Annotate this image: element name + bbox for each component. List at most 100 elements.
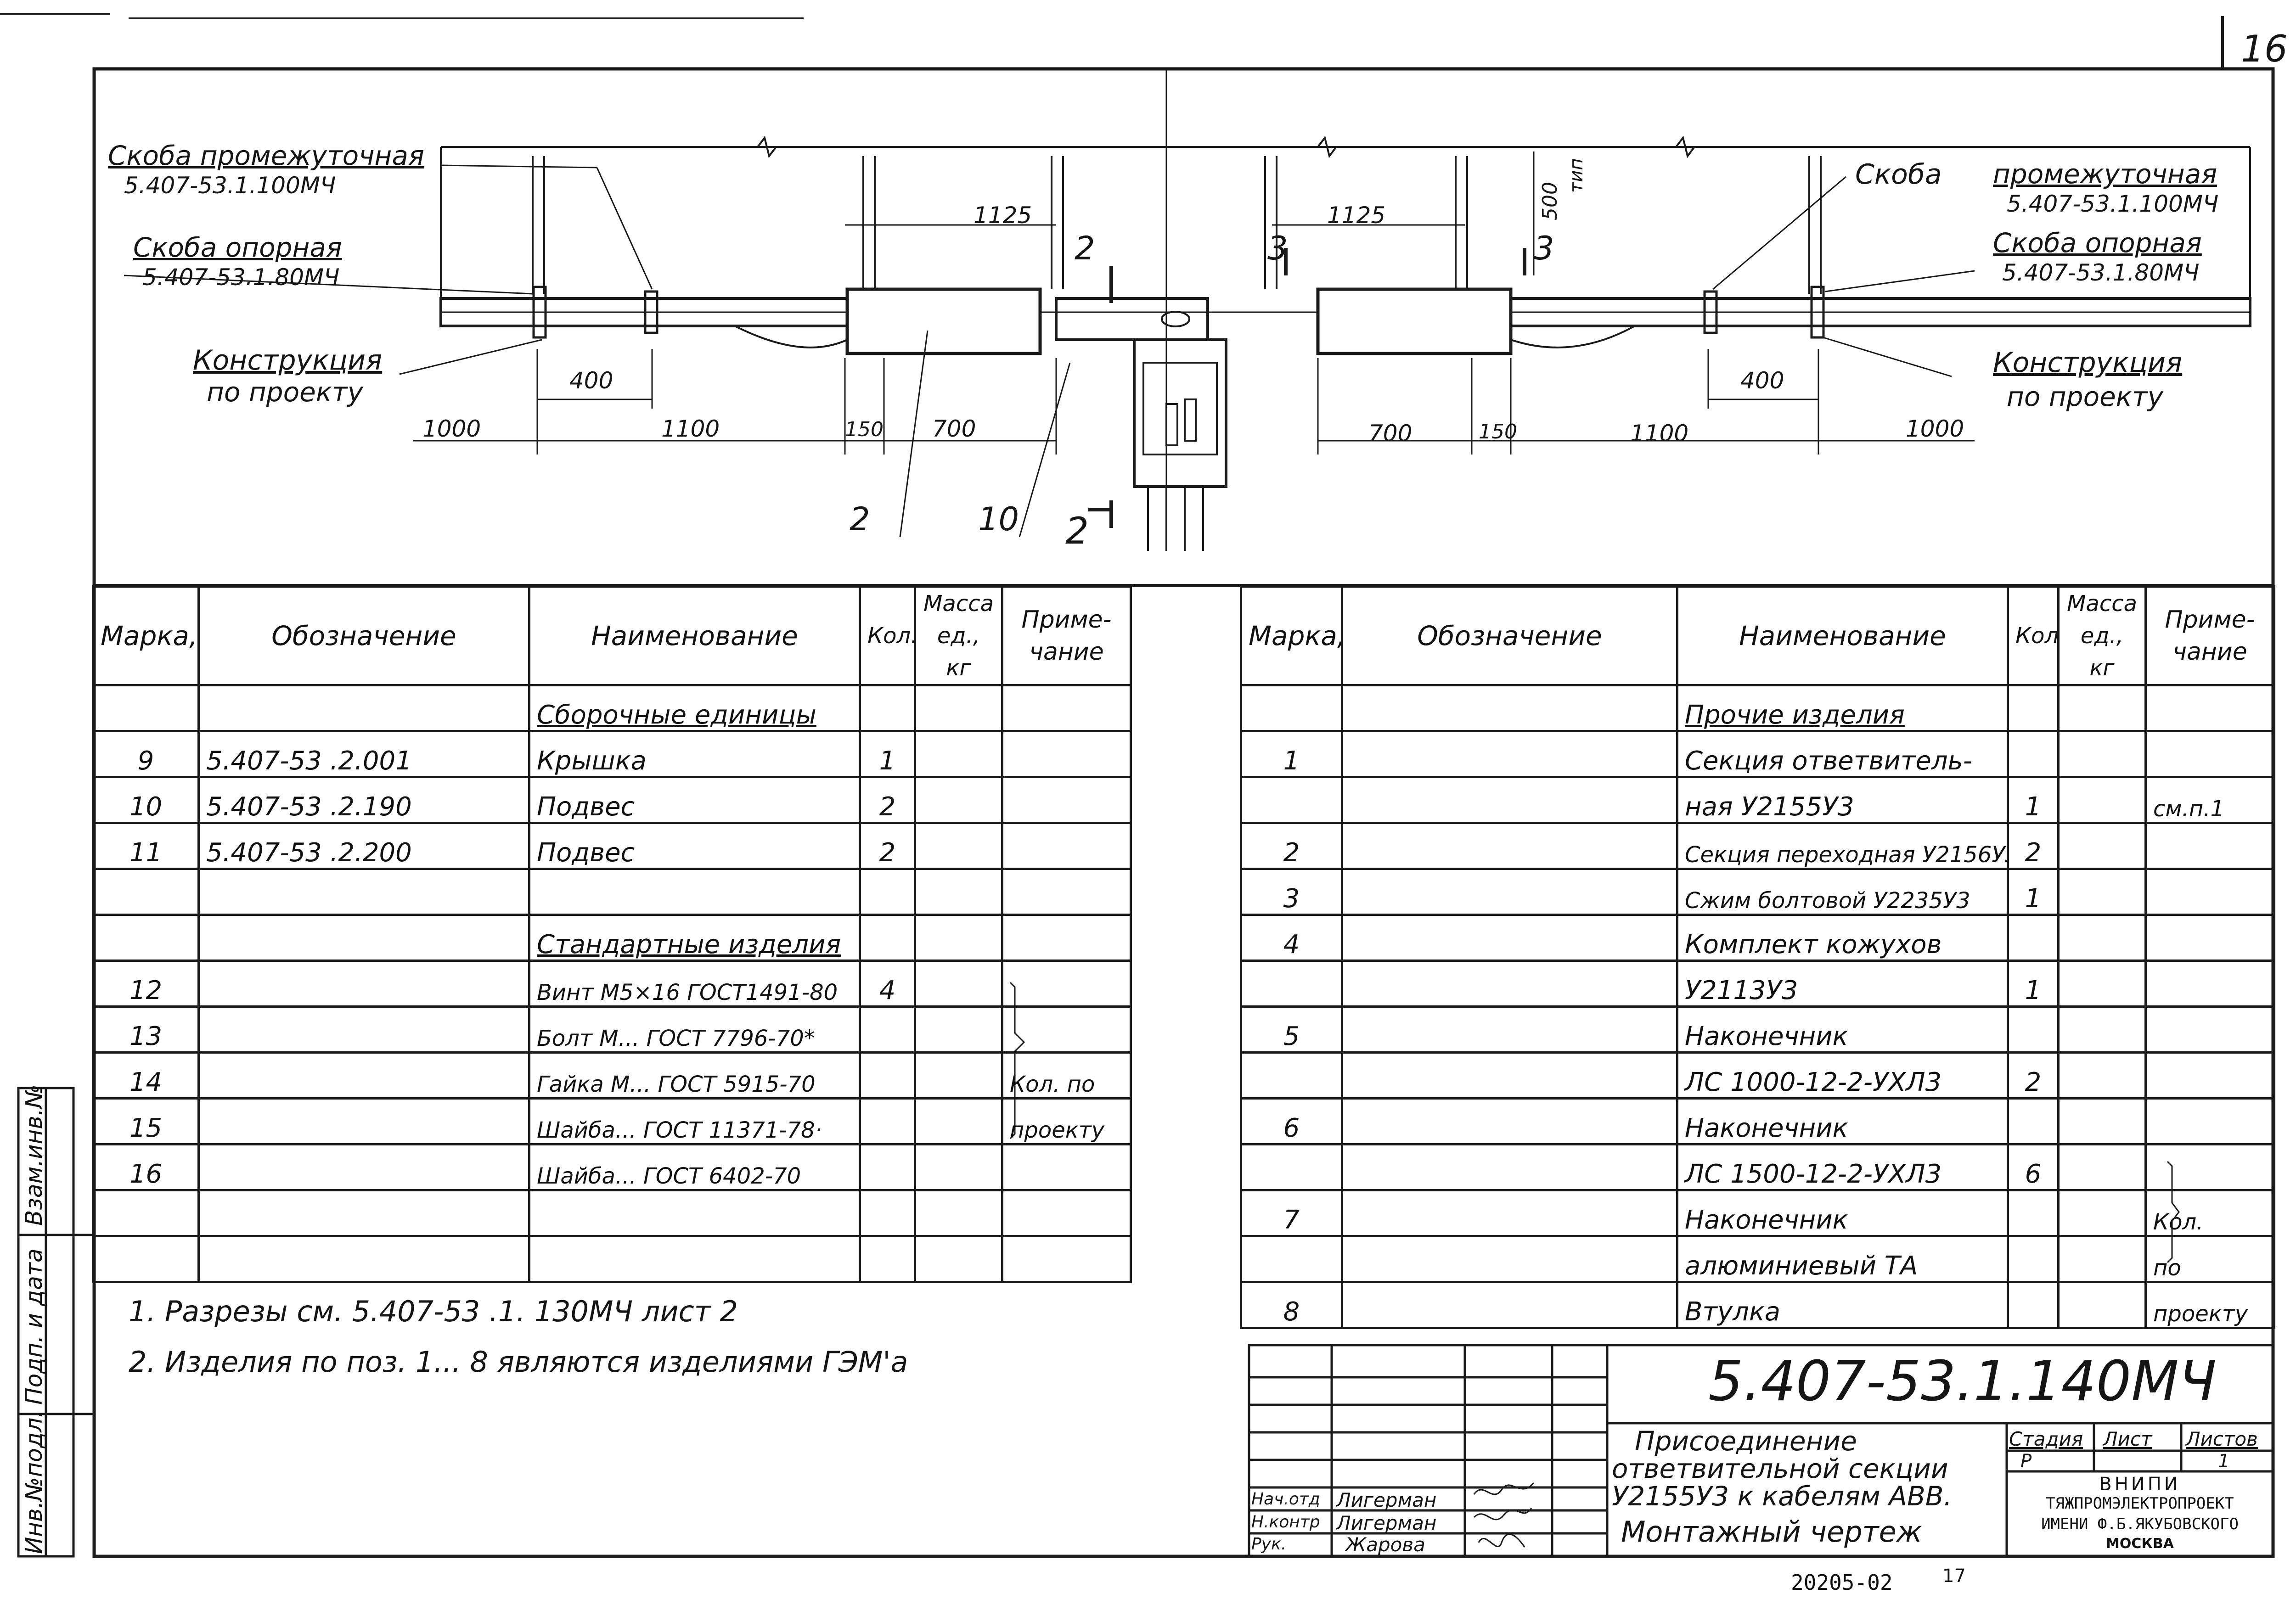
section-mark-3-left: 3 (1267, 230, 1288, 267)
section-heading: Стандартные изделия (537, 930, 841, 960)
role-2: Н.контр (1251, 1513, 1320, 1532)
cell-name: Гайка М... ГОСТ 5915-70 (528, 1051, 861, 1100)
sheets-value: 1 (2218, 1451, 2230, 1472)
cell-qty (2007, 684, 2060, 732)
cell-code (1341, 684, 1678, 732)
org-line-1: ВНИПИ (2099, 1474, 2181, 1495)
cell-note (2144, 1051, 2275, 1100)
cell-code (1341, 960, 1678, 1008)
cell-note: проекту (2144, 1281, 2275, 1329)
cell-mass (914, 730, 1003, 778)
cell-name: Подвес (528, 822, 861, 870)
cell-pos: 6 (1240, 1097, 1343, 1145)
cell-mass (914, 1005, 1003, 1054)
cell-qty (859, 914, 916, 962)
label-left-bracket-sup: Скоба опорная (133, 232, 342, 263)
stage-value: Р (2020, 1451, 2032, 1472)
cell-pos (92, 1235, 200, 1283)
side-label-replacement-inv: Взам.инв.№ (21, 1084, 47, 1226)
dim-150-left: 150 (845, 418, 884, 441)
table-header-row: Марка, поз. Обозначение Наименование Кол… (92, 585, 1132, 686)
org-line-4: МОСКВА (2106, 1536, 2174, 1552)
label-left-bracket-mid-code: 5.407-53.1.100МЧ (124, 172, 336, 199)
cell-name: Болт М... ГОСТ 7796-70* (528, 1005, 861, 1054)
cell-mass (914, 868, 1003, 916)
cell-name: Наконечник (1676, 1097, 2009, 1145)
cell-name: Наконечник (1676, 1189, 2009, 1237)
cell-mass (914, 1051, 1003, 1100)
cell-qty (859, 1005, 916, 1054)
cell-qty (2007, 914, 2060, 962)
cell-code (197, 1005, 530, 1054)
cell-name: Крышка (528, 730, 861, 778)
section-mark-2-bottom: 2 (1065, 510, 1089, 552)
sheet-label: Лист (2103, 1428, 2152, 1450)
cell-mass (914, 960, 1003, 1008)
label-left-construction-1: Конструкция (193, 344, 383, 376)
section-heading: Сборочные единицы (537, 700, 816, 730)
cell-name: Секция ответвитель- (1676, 730, 2009, 778)
cell-code (197, 1051, 530, 1100)
dim-1100-left: 1100 (661, 415, 720, 442)
cell-code: 5.407-53 .2.200 (197, 822, 530, 870)
title-line-3: У2155У3 к кабелям АВВ. (1612, 1481, 1952, 1512)
cell-code (197, 1189, 530, 1237)
dim-400-right: 400 (1740, 367, 1784, 394)
footer-code: 20205-02 (1791, 1570, 1893, 1595)
cell-code (1341, 776, 1678, 824)
cell-note (2144, 868, 2275, 916)
cell-name: Шайба... ГОСТ 6402-70 (528, 1143, 861, 1191)
cell-qty: 6 (2007, 1143, 2060, 1191)
cell-code (1341, 730, 1678, 778)
cell-qty (859, 684, 916, 732)
table-row: Стандартные изделия (92, 914, 1132, 962)
cell-pos: 16 (92, 1143, 200, 1191)
cell-qty (2007, 1189, 2060, 1237)
cell-code (1341, 1005, 1678, 1054)
cell-name: Подвес (528, 776, 861, 824)
header-pos: Марка, поз. (1240, 585, 1343, 686)
cell-code (197, 868, 530, 916)
cell-note (2144, 1097, 2275, 1145)
cell-pos (1240, 1235, 1343, 1283)
cell-code: 5.407-53 .2.001 (197, 730, 530, 778)
cell-note (1001, 868, 1132, 916)
cell-code (197, 960, 530, 1008)
cell-name (528, 868, 861, 916)
cell-pos (1240, 1051, 1343, 1100)
cell-pos: 12 (92, 960, 200, 1008)
label-right-bracket-sup: Скоба опорная (1993, 227, 2202, 258)
dim-tip: тип (1566, 158, 1587, 193)
role-1: Нач.отд (1251, 1490, 1320, 1509)
cell-mass (2057, 684, 2147, 732)
cell-pos: 11 (92, 822, 200, 870)
cell-mass (2057, 1189, 2147, 1237)
cell-pos: 5 (1240, 1005, 1343, 1054)
cell-pos: 15 (92, 1097, 200, 1145)
label-right-bracket-word: Скоба (1855, 158, 1942, 191)
cell-qty (2007, 1281, 2060, 1329)
cell-name: Шайба... ГОСТ 11371-78· (528, 1097, 861, 1145)
table-header-row: Марка, поз. Обозначение Наименование Кол… (1240, 585, 2275, 686)
right-specification-table: Марка, поз. Обозначение Наименование Кол… (1240, 585, 2275, 1329)
cell-mass (2057, 914, 2147, 962)
cell-mass (914, 684, 1003, 732)
side-label-signature-date: Подп. и дата (21, 1248, 47, 1405)
footer-page: 17 (1942, 1566, 1966, 1587)
cell-note (2144, 1005, 2275, 1054)
cell-note (1001, 684, 1132, 732)
cell-mass (2057, 1051, 2147, 1100)
table-row: Прочие изделия (1240, 684, 2275, 732)
cell-name: Втулка (1676, 1281, 2009, 1329)
cell-code (1341, 1143, 1678, 1191)
cell-qty: 2 (859, 822, 916, 870)
note-1: 1. Разрезы см. 5.407-53 .1. 130МЧ лист 2 (129, 1295, 738, 1328)
label-left-construction-2: по проекту (207, 376, 363, 408)
cell-pos (92, 1189, 200, 1237)
cell-note (1001, 1143, 1132, 1191)
cell-qty (859, 868, 916, 916)
cell-mass (2057, 1235, 2147, 1283)
